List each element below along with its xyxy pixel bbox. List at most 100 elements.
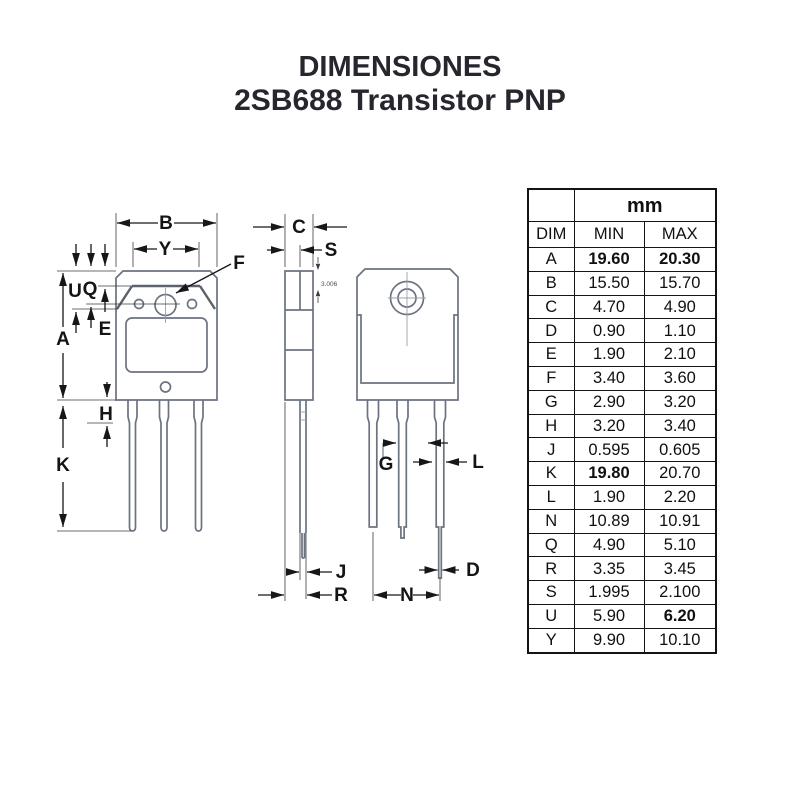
dimension-label-F: F: [233, 253, 245, 274]
dimension-label-G: G: [379, 454, 394, 475]
side-view: C S 3.006 J R: [253, 214, 348, 606]
dimension-label-B: B: [159, 213, 173, 234]
dimension-label-K: K: [56, 455, 70, 476]
cell-dim: G: [527, 389, 575, 415]
cell-min: 4.90: [573, 532, 645, 558]
unit-header-cell: mm: [573, 188, 717, 222]
pin-mark-right: [186, 298, 198, 310]
dimension-label-J: J: [336, 562, 347, 583]
cell-max: 20.70: [643, 461, 717, 486]
cell-min: 3.40: [573, 365, 645, 391]
front-view-dimensions: B Y F U Q E A H: [56, 213, 245, 532]
dimension-label-R: R: [334, 585, 348, 606]
dimension-label-D: D: [466, 560, 480, 581]
cell-dim: D: [527, 318, 575, 344]
cell-min: 15.50: [573, 270, 645, 296]
lead: [366, 400, 380, 528]
bottom-dimple: [159, 381, 172, 393]
dimension-label-L: L: [472, 452, 484, 473]
metal-tab-window: [125, 317, 208, 373]
back-view-body: [356, 268, 459, 579]
cell-dim: B: [527, 270, 575, 296]
title-line-2: 2SB688 Transistor PNP: [234, 84, 566, 117]
cell-max: 3.40: [643, 413, 717, 439]
cell-min: 0.595: [573, 437, 645, 463]
dimension-label-U: U: [68, 281, 82, 302]
lead: [396, 400, 409, 539]
dimension-label-S: S: [325, 240, 338, 261]
dimension-label-Q: Q: [83, 279, 98, 300]
dimension-label-Y: Y: [159, 239, 172, 260]
cell-dim: H: [527, 413, 575, 439]
cell-min: 9.90: [573, 627, 645, 654]
column-header-dim: DIM: [527, 221, 575, 248]
corner-cell: [527, 188, 575, 222]
cell-dim: F: [527, 365, 575, 391]
cell-dim: Y: [527, 627, 575, 654]
back-view-dimensions: G L D N: [372, 439, 484, 606]
front-view: B Y F U Q E A H: [56, 213, 245, 532]
title-line-1: DIMENSIONES: [298, 51, 502, 83]
cell-max: 1.10: [643, 318, 717, 344]
front-view-body: [115, 270, 218, 532]
cell-min: 5.90: [573, 603, 645, 629]
cell-dim: J: [527, 437, 575, 463]
cell-max: 0.605: [643, 437, 717, 463]
cell-dim: R: [527, 556, 575, 582]
cell-dim: L: [527, 484, 575, 510]
page-title: DIMENSIONES 2SB688 Transistor PNP: [0, 50, 800, 118]
cell-max: 3.20: [643, 389, 717, 415]
dimension-label-E: E: [99, 319, 112, 340]
column-header-row: DIM MIN MAX: [527, 221, 717, 248]
cell-dim: K: [527, 461, 575, 486]
cell-max: 3.45: [643, 556, 717, 582]
cell-max: 20.30: [643, 247, 717, 272]
dimension-label-A: A: [56, 329, 70, 350]
cell-min: 4.70: [573, 294, 645, 320]
cell-min: 19.60: [573, 247, 645, 272]
cell-max: 15.70: [643, 270, 717, 296]
side-view-dimensions: C S 3.006 J R: [253, 214, 348, 606]
cell-max: 4.90: [643, 294, 717, 320]
side-tolerance-note: 3.006: [321, 281, 338, 288]
dimension-label-C: C: [292, 217, 306, 238]
cell-min: 0.90: [573, 318, 645, 344]
cell-max: 2.100: [643, 580, 717, 605]
cell-min: 1.995: [573, 580, 645, 605]
lead: [433, 400, 447, 579]
back-view: G L D N: [356, 268, 484, 606]
cell-dim: E: [527, 342, 575, 367]
cell-max: 5.10: [643, 532, 717, 558]
unit-header-row: mm: [527, 188, 717, 222]
column-header-max: MAX: [643, 221, 717, 248]
cell-min: 3.35: [573, 556, 645, 582]
cell-min: 1.90: [573, 484, 645, 510]
dimension-label-N: N: [400, 585, 414, 606]
cell-max: 3.60: [643, 365, 717, 391]
cell-min: 2.90: [573, 389, 645, 415]
cell-dim: S: [527, 580, 575, 605]
cell-dim: C: [527, 294, 575, 320]
cell-dim: N: [527, 508, 575, 534]
cell-max: 10.10: [643, 627, 717, 654]
dimension-label-H: H: [99, 404, 113, 425]
cell-min: 19.80: [573, 461, 645, 486]
cell-max: 10.91: [643, 508, 717, 534]
cell-dim: A: [527, 247, 575, 272]
cell-max: 2.20: [643, 484, 717, 510]
cell-min: 10.89: [573, 508, 645, 534]
cell-max: 2.10: [643, 342, 717, 367]
cell-dim: Q: [527, 532, 575, 558]
